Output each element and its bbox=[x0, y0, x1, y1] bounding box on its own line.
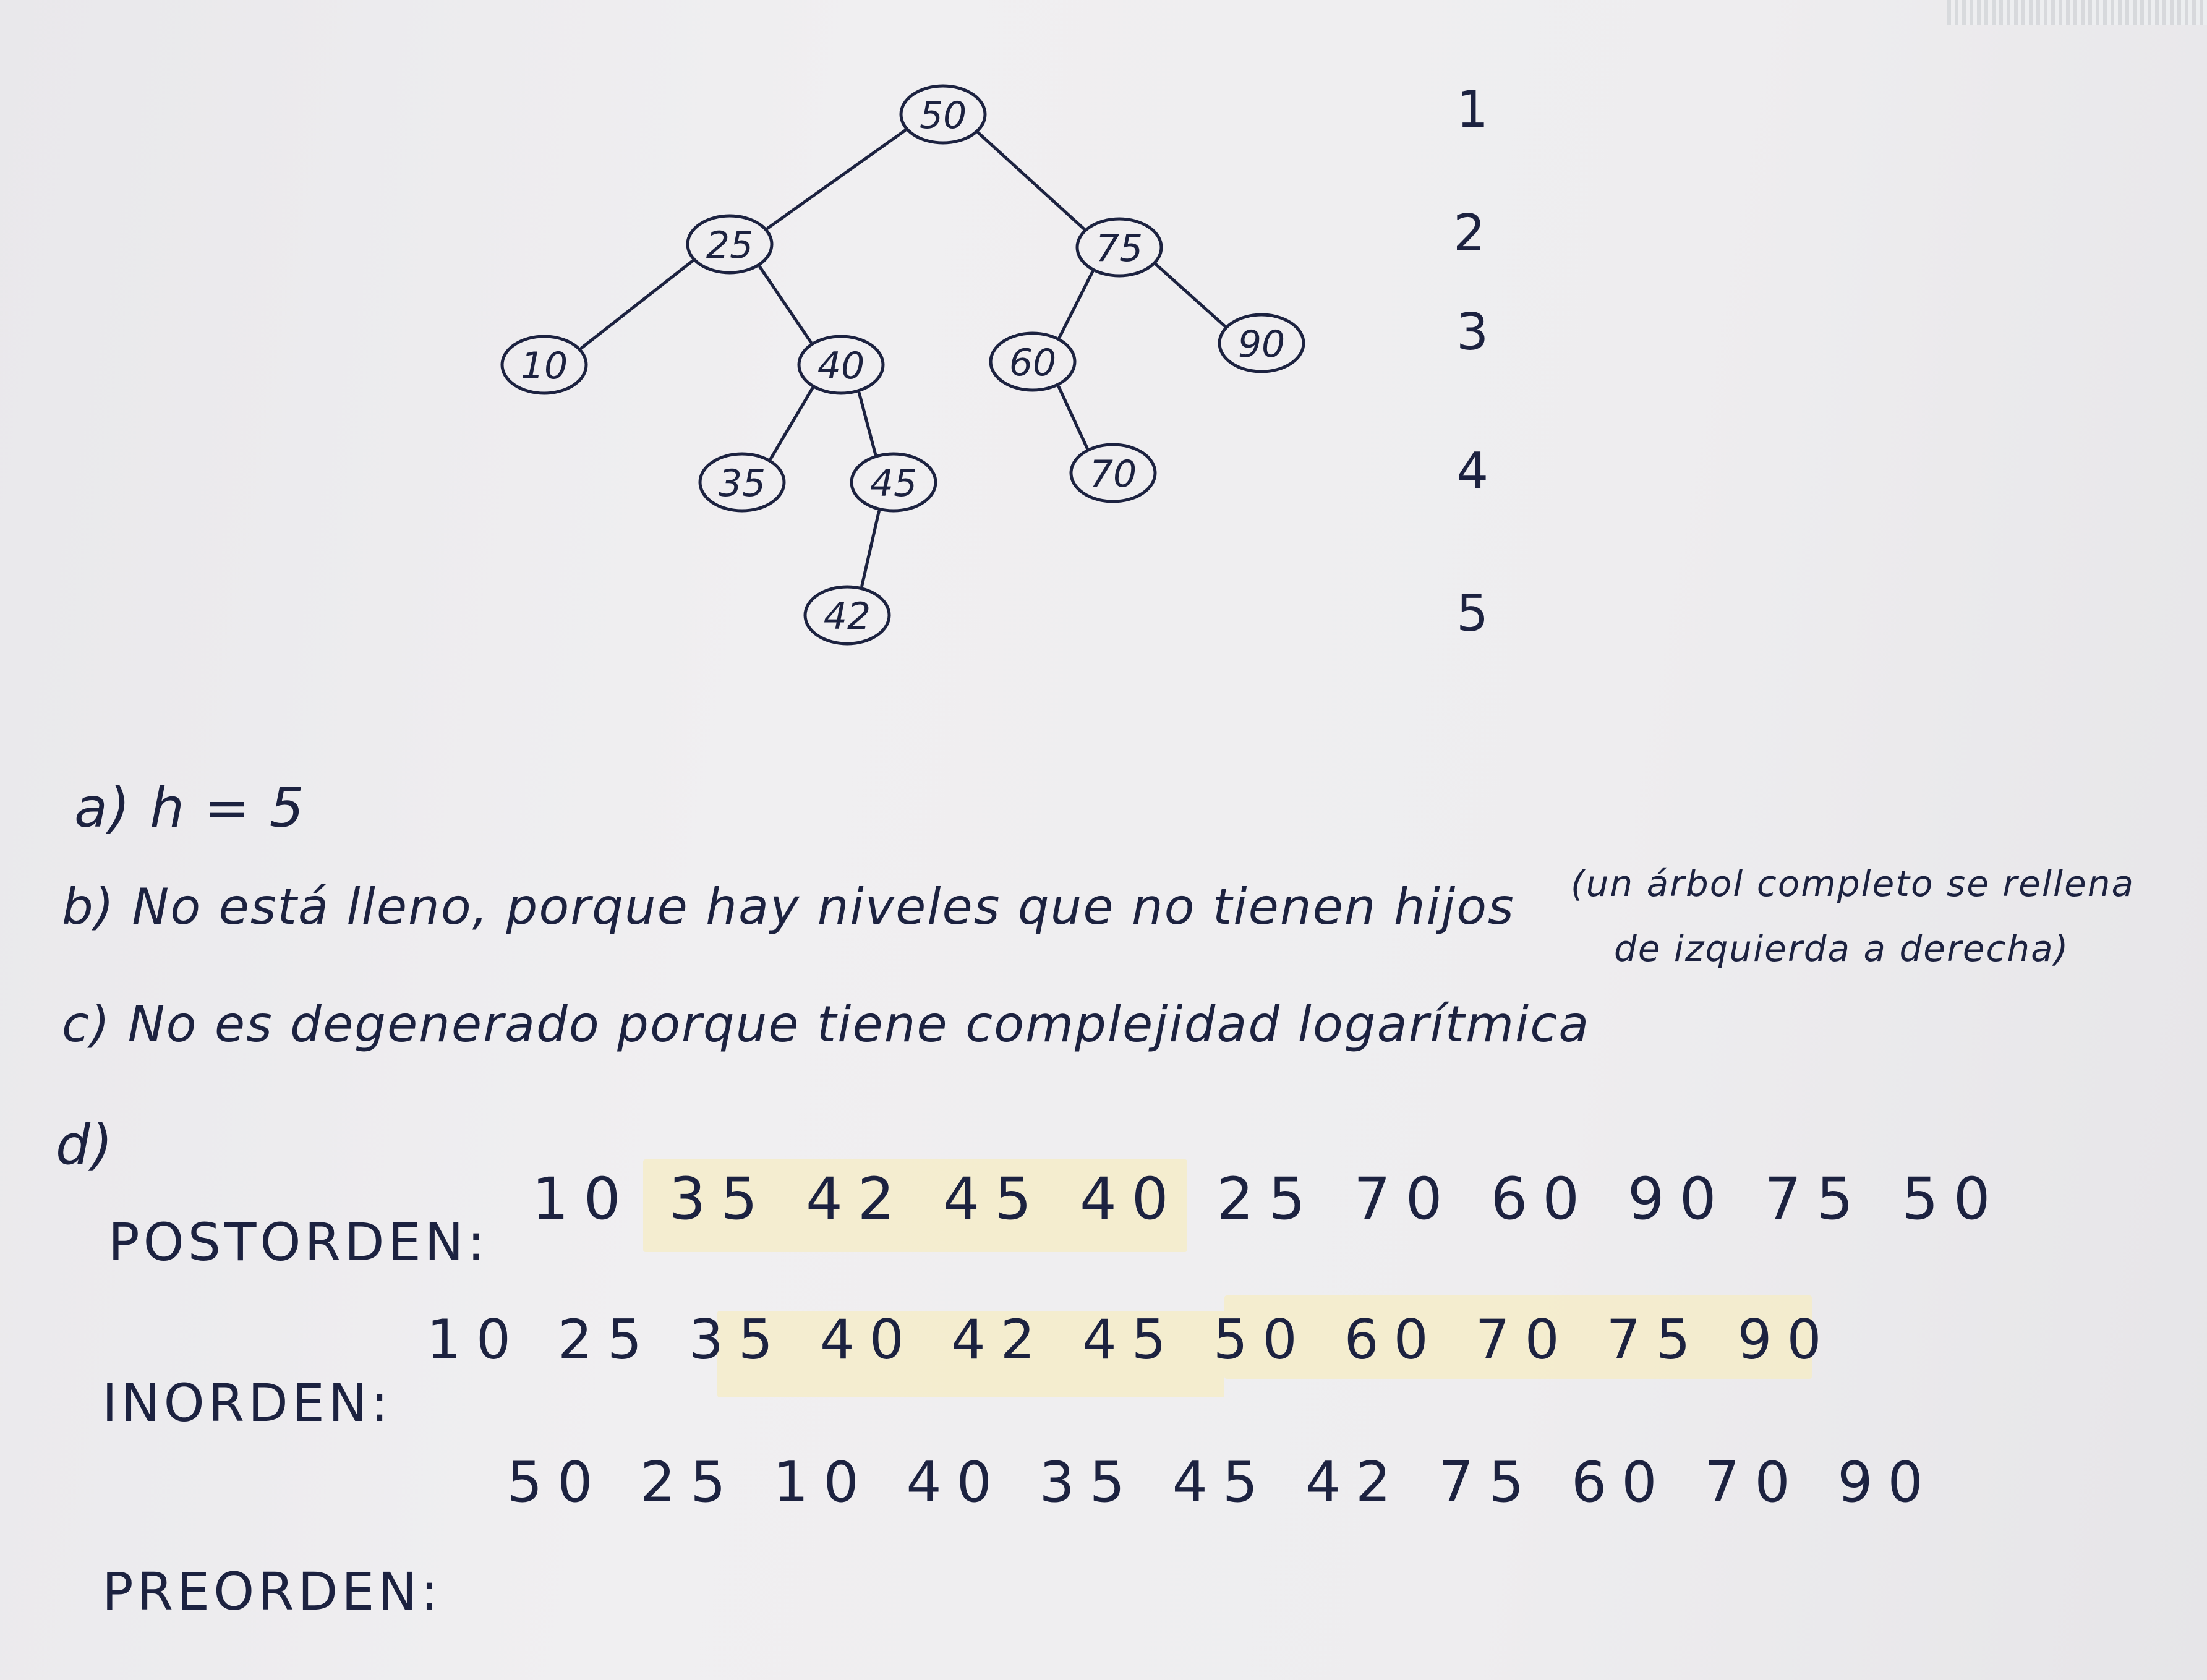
node-circle bbox=[797, 335, 885, 395]
tree-node-60: 60 bbox=[989, 331, 1077, 392]
node-label: 35 bbox=[719, 462, 766, 505]
inorden-sequence: 10 25 35 40 42 45 50 60 70 75 90 bbox=[427, 1308, 1837, 1371]
level-number: 3 bbox=[1456, 303, 1490, 362]
answer-c: c) No es degenerado porque tiene complej… bbox=[62, 996, 1590, 1053]
postorden-label: POSTORDEN: bbox=[108, 1212, 489, 1273]
tree-edge bbox=[1057, 385, 1089, 450]
node-circle bbox=[1218, 313, 1305, 373]
tree-edge bbox=[579, 259, 694, 350]
tape-strip bbox=[717, 1311, 1224, 1397]
tree-node-70: 70 bbox=[1069, 443, 1157, 503]
node-circle bbox=[698, 452, 786, 513]
node-circle bbox=[500, 335, 588, 395]
node-circle bbox=[850, 452, 937, 513]
tree-edge bbox=[1057, 270, 1095, 339]
tree-nodes: 50 25 75 10 40 60 90 35 45 70 42 bbox=[500, 84, 1305, 646]
node-label: 75 bbox=[1096, 227, 1143, 270]
tree-edge bbox=[860, 510, 881, 588]
tree-edge bbox=[758, 265, 813, 344]
node-label: 25 bbox=[706, 224, 753, 267]
answer-b-note: de izquierda a derecha) bbox=[1614, 927, 2070, 970]
tree-node-90: 90 bbox=[1218, 313, 1305, 373]
answer-b: b) No está lleno, porque hay niveles que… bbox=[62, 878, 1515, 936]
tree-edge bbox=[1155, 263, 1226, 328]
tree-edges bbox=[579, 129, 1226, 588]
tree-edge bbox=[766, 129, 907, 230]
tree-node-10: 10 bbox=[500, 335, 588, 395]
tree-node-50: 50 bbox=[899, 84, 987, 145]
tree-node-25: 25 bbox=[686, 214, 774, 275]
postorden-sequence: 10 35 42 45 40 25 70 60 90 75 50 bbox=[532, 1166, 2005, 1233]
preorden-label: PREORDEN: bbox=[102, 1561, 442, 1622]
tree-edge bbox=[857, 391, 877, 456]
tree-node-45: 45 bbox=[850, 452, 937, 513]
node-circle bbox=[989, 331, 1077, 392]
answer-a: a) h = 5 bbox=[74, 776, 305, 840]
tree-edge bbox=[976, 131, 1086, 231]
tape-strip bbox=[1224, 1295, 1812, 1379]
tree-node-40: 40 bbox=[797, 335, 885, 395]
node-label: 10 bbox=[521, 344, 568, 388]
node-circle bbox=[686, 214, 774, 275]
binary-search-tree: 50 25 75 10 40 60 90 35 45 70 42 bbox=[500, 84, 1305, 646]
node-circle bbox=[899, 84, 987, 145]
level-number: 4 bbox=[1456, 442, 1490, 501]
node-circle bbox=[803, 585, 891, 646]
tape-strip bbox=[643, 1159, 1187, 1252]
spiral-binding bbox=[1947, 0, 2207, 25]
tree-node-42: 42 bbox=[803, 585, 891, 646]
tree-edge bbox=[769, 386, 814, 461]
level-number: 5 bbox=[1456, 584, 1490, 643]
level-number: 2 bbox=[1453, 204, 1487, 263]
level-number: 1 bbox=[1456, 80, 1490, 139]
answer-d: d) bbox=[56, 1113, 114, 1177]
tree-node-75: 75 bbox=[1075, 217, 1163, 278]
node-label: 70 bbox=[1090, 453, 1137, 496]
inorden-label: INORDEN: bbox=[102, 1373, 392, 1433]
node-circle bbox=[1069, 443, 1157, 503]
node-label: 40 bbox=[817, 344, 864, 388]
node-label: 90 bbox=[1238, 323, 1285, 366]
tree-node-35: 35 bbox=[698, 452, 786, 513]
preorden-sequence: 50 25 10 40 35 45 42 75 60 70 90 bbox=[507, 1450, 1938, 1515]
answer-b-note: (un árbol completo se rellena bbox=[1571, 863, 2135, 905]
node-label: 60 bbox=[1009, 341, 1056, 385]
node-label: 42 bbox=[824, 595, 871, 638]
node-circle bbox=[1075, 217, 1163, 278]
node-label: 50 bbox=[920, 94, 967, 137]
node-label: 45 bbox=[870, 462, 917, 505]
